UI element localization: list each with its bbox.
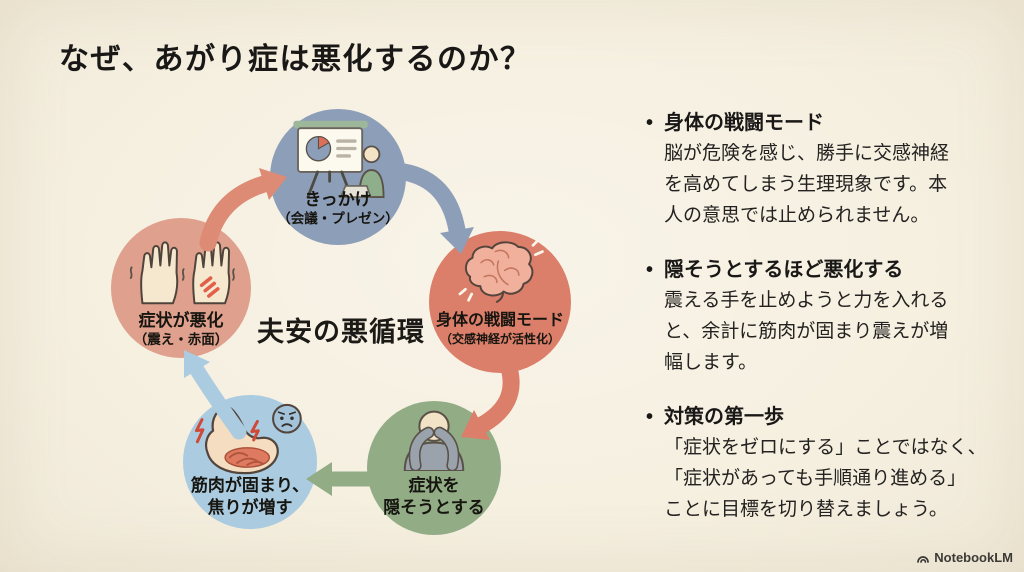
node-sublabel: （震え・赤面） [133,332,229,348]
notebooklm-logo-icon [916,551,930,564]
bullet-marker: • [646,259,654,281]
bullet-heading: 隠そうとするほど悪化する [664,259,904,281]
bullet-body: 脳が危険を感じ、勝手に交感神経 を高めてしまう生理現象です。本 人の意思では止め… [664,143,950,226]
hiding-face-icon [388,407,480,476]
cycle-node-trigger: きっかけ （会議・プレゼン） [270,109,406,245]
node-label: 筋肉が固まり、 焦りが増す [190,475,310,517]
bullet-heading: 身体の戦闘モード [664,112,824,134]
trembling-hands-icon [122,235,240,310]
node-label: 身体の戦闘モード [435,312,564,330]
flexed-arm-icon [194,403,306,480]
node-sublabel: （交感神経が活性化） [439,332,560,346]
node-sublabel: （会議・プレゼン） [277,211,399,227]
bullet-body: 震える手を止めようと力を入れる と、余計に筋肉が固まり震えが増 幅します。 [664,290,949,373]
cycle-node-fight-mode: 身体の戦闘モード （交感神経が活性化） [429,231,571,373]
bullet-item: • 対策の第一歩 「症状をゼロにする」ことではなく、 「症状があっても手順通り進… [646,402,1016,525]
notes-panel: • 身体の戦闘モード 脳が危険を感じ、勝手に交感神経 を高めてしまう生理現象です… [646,108,1016,525]
bullet-item: • 隠そうとするほど悪化する 震える手を止めようと力を入れる と、余計に筋肉が固… [646,255,1016,378]
slide-title: なぜ、あがり症は悪化するのか？ [59,43,532,76]
brain-icon [445,238,555,310]
bullet-body: 「症状をゼロにする」ことではなく、 「症状があっても手順通り進める」 ことに目標… [664,437,987,520]
cycle-center-label: 夫安の悪循環 [257,317,425,347]
node-label: 症状を 隠そうとする [383,475,485,517]
bullet-marker: • [646,112,654,134]
footer-brand: NotebookLM [916,550,1013,565]
cycle-node-symptoms-worsen: 症状が悪化 （震え・赤面） [111,218,251,358]
cycle-node-hide-symptoms: 症状を 隠そうとする [367,401,501,535]
cycle-node-muscle-tension: 筋肉が固まり、 焦りが増す [183,395,317,529]
presentation-icon [282,118,394,203]
bullet-item: • 身体の戦闘モード 脳が危険を感じ、勝手に交感神経 を高めてしまう生理現象です… [646,108,1016,231]
bullet-heading: 対策の第一歩 [664,406,784,428]
bullet-marker: • [646,406,654,428]
node-label: きっかけ [304,190,372,210]
node-label: 症状が悪化 [138,311,224,331]
brand-label: NotebookLM [934,550,1013,565]
